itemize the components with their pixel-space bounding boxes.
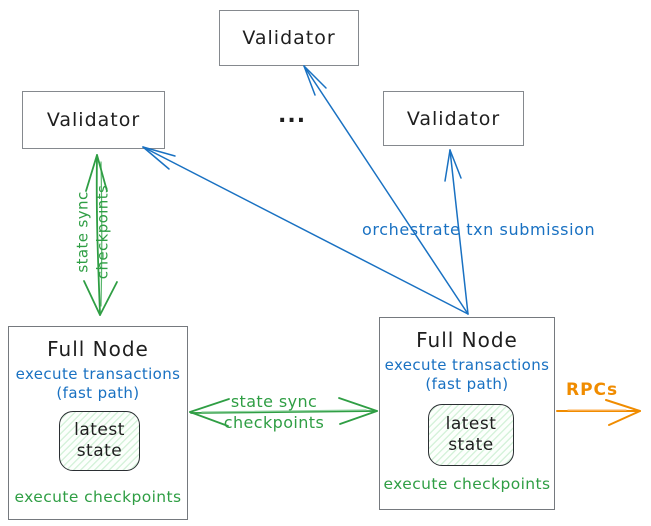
vertical-state-sync-line2: checkpoints <box>93 184 111 280</box>
validator-left-box: Validator <box>22 91 165 149</box>
full-node-left-title: Full Node <box>47 337 149 361</box>
vertical-state-sync-line1: state sync <box>73 191 92 273</box>
full-node-right-latest-state-box: latest state <box>428 404 514 466</box>
validator-right-label: Validator <box>406 107 501 130</box>
full-node-right-exec-line1: execute transactions <box>384 356 550 374</box>
latest-state-line2: state <box>448 435 494 455</box>
full-node-left-exec-line1: execute transactions <box>15 365 181 383</box>
rpcs-arrow <box>556 399 641 426</box>
latest-state-line1: latest <box>445 413 497 434</box>
validator-right-box: Validator <box>383 91 524 146</box>
latest-state-line2: state <box>76 441 123 461</box>
latest-state-line1: latest <box>74 419 125 440</box>
horizontal-state-sync-line1: state sync <box>230 391 318 411</box>
full-node-left-checkpoints: execute checkpoints <box>14 488 182 506</box>
full-node-left-box: Full Node execute transactions (fast pat… <box>8 326 188 520</box>
horizontal-state-sync-line2: checkpoints <box>223 413 325 432</box>
horizontal-state-sync-label: state sync checkpoints <box>224 391 324 433</box>
orchestrate-txn-submission-label: orchestrate txn submission <box>362 220 596 239</box>
full-node-right-exec-line2: (fast path) <box>425 375 509 393</box>
validators-ellipsis: ... <box>278 103 307 128</box>
validator-top-label: Validator <box>242 27 336 49</box>
full-node-right-title: Full Node <box>416 328 518 352</box>
full-node-right-checkpoints: execute checkpoints <box>383 475 551 493</box>
full-node-left-latest-state-box: latest state <box>59 411 140 471</box>
full-node-left-exec-line2: (fast path) <box>56 384 140 402</box>
full-node-right-box: Full Node execute transactions (fast pat… <box>379 317 555 510</box>
vertical-state-sync-label: state sync checkpoints <box>74 185 113 279</box>
validator-left-label: Validator <box>46 109 141 131</box>
rpcs-label: RPCs <box>566 380 619 400</box>
validator-top-box: Validator <box>219 10 359 66</box>
